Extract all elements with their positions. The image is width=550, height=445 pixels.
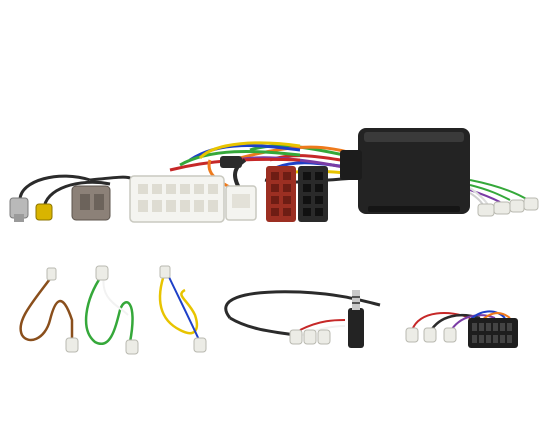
brown-patch-lead-icon: [19, 267, 79, 353]
antenna-adapter-icon: [9, 174, 131, 222]
radio-specific-lead-icon: [405, 310, 518, 348]
interface-box-icon: [358, 128, 539, 217]
jack-lead-icon: [224, 290, 381, 348]
yellow-blue-patch-lead-icon: [158, 265, 207, 353]
main-harness-icon: [129, 141, 362, 223]
green-white-patch-lead-icon: [84, 265, 139, 355]
